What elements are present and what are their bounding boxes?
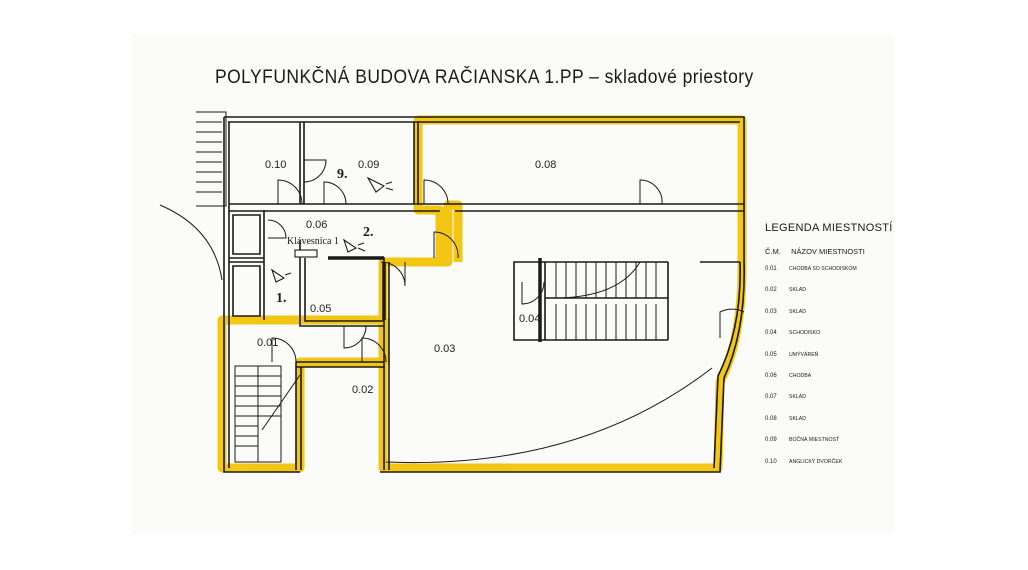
- room-label-004: 0.04: [519, 313, 540, 325]
- sensor-icons: [270, 176, 394, 283]
- legend-name: CHODBA SO SCHODISKOM: [789, 266, 857, 272]
- legend-col-name: NÁZOV MIESTNOSTI: [791, 247, 865, 256]
- door-swings: [267, 159, 745, 464]
- room-legend: LEGENDA MIESTNOSTÍ Č.M. NÁZOV MIESTNOSTI…: [765, 222, 900, 480]
- legend-name: SKLAD: [789, 394, 807, 401]
- legend-row: 0.08 SKLAD: [765, 416, 900, 437]
- legend-row: 0.09 BOČNÁ MIESTNOSŤ: [765, 437, 900, 458]
- legend-row: 0.04 SCHODISKO: [765, 330, 900, 351]
- legend-num: 0.05: [765, 351, 777, 358]
- legend-num: 0.08: [765, 415, 777, 422]
- legend-name: SKLAD: [789, 415, 807, 422]
- legend-num: 0.04: [765, 330, 777, 337]
- legend-name: ANGLICKÝ DVORČEK: [789, 458, 843, 465]
- legend-row: 0.07 SKLAD: [765, 394, 900, 415]
- room-label-005: 0.05: [310, 303, 331, 315]
- step-1-label: 1.: [276, 291, 287, 306]
- legend-num: 0.09: [765, 437, 777, 444]
- legend-row: 0.01 CHODBA SO SCHODISKOM: [765, 266, 900, 287]
- legend-row: 0.06 CHODBA: [765, 373, 900, 394]
- room-label-006: 0.06: [306, 219, 327, 231]
- room-label-001: 0.01: [257, 337, 278, 349]
- legend-num: 0.10: [765, 458, 777, 465]
- room-label-002: 0.02: [352, 384, 373, 396]
- legend-num: 0.02: [765, 287, 777, 294]
- room-label-003: 0.03: [434, 343, 455, 355]
- structural-walls: [328, 256, 542, 342]
- legend-name: BOČNÁ MIESTNOSŤ: [789, 437, 840, 444]
- legend-row: 0.02 SKLAD: [765, 287, 900, 308]
- step-2-label: 2.: [363, 225, 374, 240]
- legend-row: 0.03 SKLAD: [765, 309, 900, 330]
- legend-title: LEGENDA MIESTNOSTÍ: [765, 222, 893, 234]
- stair-treads-001: [234, 365, 301, 463]
- legend-name: UMÝVÁREŇ: [789, 351, 819, 358]
- legend-num: 0.06: [765, 372, 777, 379]
- step-9-label: 9.: [337, 167, 348, 182]
- room-label-009: 0.09: [358, 159, 379, 171]
- legend-row: 0.05 UMÝVÁREŇ: [765, 352, 900, 373]
- keypad-label: Klávesnica 1: [287, 236, 339, 247]
- room-label-008: 0.08: [535, 159, 556, 171]
- legend-num: 0.01: [765, 266, 777, 272]
- room-label-010: 0.10: [265, 159, 286, 171]
- plan-title: POLYFUNKČNÁ BUDOVA RAČIANSKA 1.PP – skla…: [215, 67, 754, 88]
- legend-num: 0.07: [765, 394, 777, 401]
- legend-name: SKLAD: [789, 308, 807, 315]
- legend-num: 0.03: [765, 308, 777, 315]
- legend-name: SKLAD: [789, 287, 807, 294]
- legend-name: SCHODISKO: [789, 330, 821, 337]
- legend-header: Č.M. NÁZOV MIESTNOSTI: [765, 247, 900, 256]
- stair-treads-004: [555, 261, 657, 340]
- legend-name: CHODBA: [789, 372, 812, 379]
- legend-row: 0.10 ANGLICKÝ DVORČEK: [765, 459, 900, 480]
- legend-col-num: Č.M.: [765, 247, 781, 256]
- exterior-stair: [159, 111, 227, 281]
